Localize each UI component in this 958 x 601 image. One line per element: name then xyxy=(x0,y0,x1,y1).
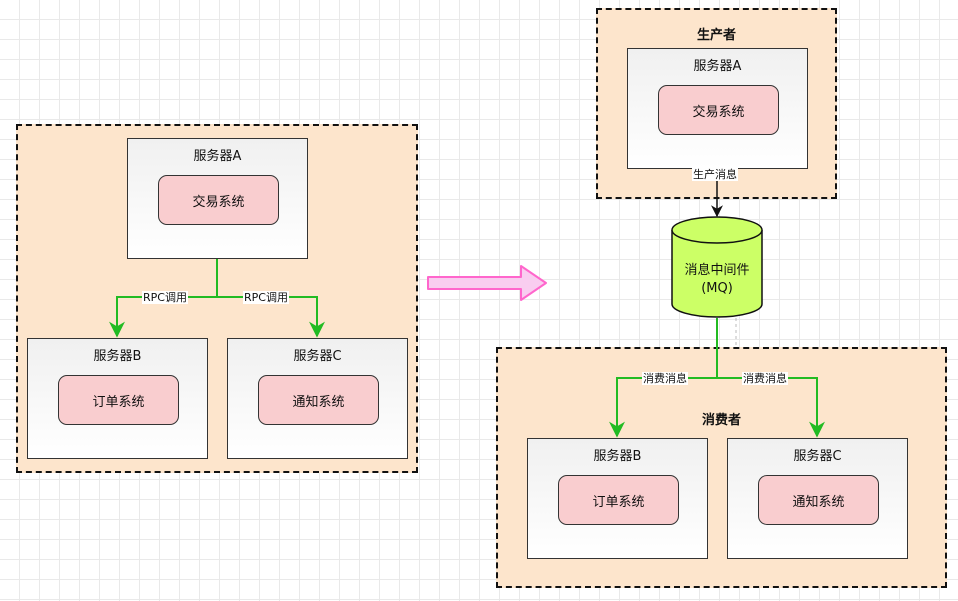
rpc-label-c: RPC调用 xyxy=(243,291,289,304)
produce-label: 生产消息 xyxy=(692,168,738,181)
order-system: 订单系统 xyxy=(558,475,679,525)
order-system: 订单系统 xyxy=(58,375,179,425)
server-title: 服务器B xyxy=(93,349,142,364)
left-server-b: 服务器B 订单系统 xyxy=(27,338,208,459)
rpc-label-b: RPC调用 xyxy=(142,291,188,304)
right-server-a: 服务器A 交易系统 xyxy=(627,48,808,169)
server-title: 服务器C xyxy=(793,449,842,464)
left-server-c: 服务器C 通知系统 xyxy=(227,338,408,459)
left-server-a: 服务器A 交易系统 xyxy=(127,138,308,259)
consumer-group-title: 消费者 xyxy=(701,413,741,428)
notification-system: 通知系统 xyxy=(758,475,879,525)
server-title: 服务器B xyxy=(593,449,642,464)
consume-label-c: 消费消息 xyxy=(742,372,788,385)
trading-system: 交易系统 xyxy=(158,175,279,225)
notification-system: 通知系统 xyxy=(258,375,379,425)
mq-label-line1: 消息中间件 xyxy=(684,263,750,278)
server-title: 服务器A xyxy=(693,59,742,74)
mq-label-line2: (MQ) xyxy=(701,281,733,296)
server-title: 服务器C xyxy=(293,349,342,364)
trading-system: 交易系统 xyxy=(658,85,779,135)
consume-label-b: 消费消息 xyxy=(642,372,688,385)
right-server-c: 服务器C 通知系统 xyxy=(727,438,908,559)
right-server-b: 服务器B 订单系统 xyxy=(527,438,708,559)
server-title: 服务器A xyxy=(193,149,242,164)
mq-label: 消息中间件 (MQ) xyxy=(671,262,763,298)
producer-group-title: 生产者 xyxy=(696,28,736,43)
transition-arrow xyxy=(427,265,547,301)
